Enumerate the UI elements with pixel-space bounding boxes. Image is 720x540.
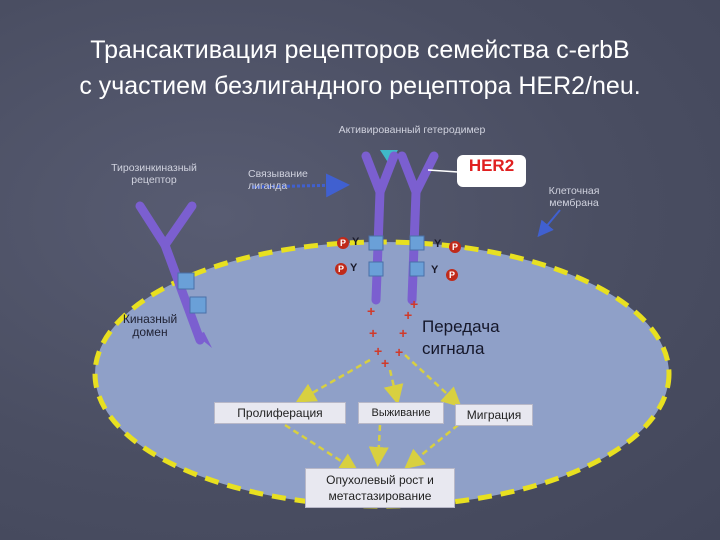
phospho-badge-right-2: P xyxy=(446,269,458,281)
her2-label-box: HER2 xyxy=(457,155,526,187)
svg-text:+: + xyxy=(399,325,407,341)
her2-pointer xyxy=(427,169,459,173)
hd1-kinase-block-2 xyxy=(368,261,384,277)
title-line-2: с участием безлигандного рецептора HER2/… xyxy=(79,72,641,100)
ligand-binding-label: Связывание лиганда xyxy=(248,168,348,192)
tk-receptor-label: Тирозинкиназный рецептор xyxy=(94,162,214,186)
hd1-kinase-block-1 xyxy=(368,235,384,251)
heterodimer-receptor-1 xyxy=(361,151,399,305)
arrow-to-migration xyxy=(404,354,462,408)
signal-transduction-label-line1: Передача xyxy=(422,317,500,336)
hd2-kinase-block-1 xyxy=(409,235,425,251)
tyrosine-label-right-2: Y xyxy=(431,264,439,276)
svg-text:+: + xyxy=(410,296,418,312)
signal-transduction-label-line2: сигнала xyxy=(422,339,485,358)
signal-plus-signs: + + + + + + + + xyxy=(367,296,418,371)
activated-heterodimer-label: Активированный гетеродимер xyxy=(338,124,486,136)
hd2-kinase-block-2 xyxy=(409,261,425,277)
tyrosine-label-left-1: Y xyxy=(352,236,360,248)
phospho-badge-left-1: P xyxy=(337,237,349,249)
tk-receptor-label-line2: рецептор xyxy=(131,174,177,186)
cell-membrane-label-line1: Клеточная xyxy=(548,185,600,197)
kinase-domain-label-line2: домен xyxy=(132,325,168,339)
membrane-pointer-arrow xyxy=(537,209,561,238)
slide-title: Трансактивация рецепторов семейства c-er… xyxy=(0,32,720,104)
cell-membrane-label: Клеточная мембрана xyxy=(524,185,624,209)
migration-box: Миграция xyxy=(455,404,533,426)
phospho-badge-right-1: P xyxy=(449,241,461,253)
title-line-1: Трансактивация рецепторов семейства c-er… xyxy=(90,36,630,64)
ligand-binding-arrow xyxy=(251,173,350,198)
svg-text:+: + xyxy=(395,344,403,360)
kinase-domain-label-line1: Киназный xyxy=(122,312,178,326)
arrow-to-survival xyxy=(383,369,404,405)
svg-text:+: + xyxy=(369,325,377,341)
tyrosine-label-left-2: Y xyxy=(350,262,358,274)
cell-membrane-label-line2: мембрана xyxy=(549,197,599,209)
tk-kinase-block-1 xyxy=(177,272,195,290)
tk-receptor xyxy=(135,201,212,348)
tk-kinase-block-2 xyxy=(189,296,207,314)
kinase-domain-label: Киназный домен xyxy=(110,313,190,339)
arrow-to-proliferation xyxy=(295,358,371,403)
tyrosine-label-right-1: Y xyxy=(434,238,442,250)
svg-text:+: + xyxy=(381,355,389,371)
svg-text:+: + xyxy=(374,343,382,359)
arrow-proliferation-to-tumor xyxy=(284,423,360,473)
tumor-growth-box: Опухолевый рост и метастазирование xyxy=(305,468,455,508)
ligand-binding-label-line1: Связывание xyxy=(248,168,308,180)
ligand-binding-label-line2: лиганда xyxy=(248,180,288,192)
svg-text:+: + xyxy=(404,307,412,323)
phospho-badge-left-2: P xyxy=(335,263,347,275)
tk-receptor-label-line1: Тирозинкиназный xyxy=(111,162,197,174)
tumor-growth-line1: Опухолевый рост и xyxy=(326,473,434,487)
arrow-migration-to-tumor xyxy=(404,424,459,470)
signal-transduction-label: Передача сигнала xyxy=(422,316,532,360)
tumor-growth-line2: метастазирование xyxy=(328,489,432,503)
outcome-arrows xyxy=(284,354,462,473)
survival-box: Выживание xyxy=(358,402,444,424)
heterodimer-receptor-2 xyxy=(397,151,439,305)
arrow-survival-to-tumor xyxy=(368,424,389,467)
svg-text:+: + xyxy=(367,303,375,319)
proliferation-box: Пролиферация xyxy=(214,402,346,424)
